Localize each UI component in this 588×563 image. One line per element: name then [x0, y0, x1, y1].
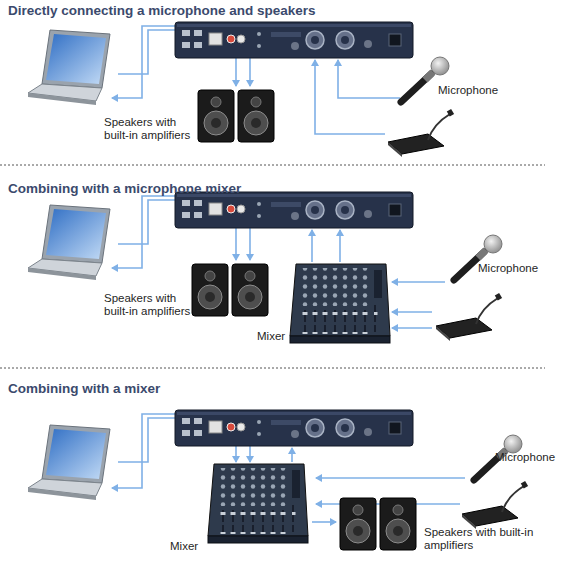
- part-label: Mixer: [170, 540, 210, 553]
- part-label: Microphone: [438, 84, 558, 97]
- part-label: Speakers with built-in amplifiers: [104, 116, 196, 142]
- part-label: Mixer: [257, 330, 297, 343]
- section-heading: Directly connecting a microphone and spe…: [8, 3, 316, 18]
- part-label: Microphone: [495, 451, 587, 464]
- part-label: Speakers with built-in amplifiers: [424, 526, 534, 552]
- section-heading: Combining with a mixer: [8, 381, 160, 396]
- part-label: Speakers with built-in amplifiers: [104, 292, 192, 318]
- section-heading: Combining with a microphone mixer: [8, 181, 241, 196]
- part-label: Microphone: [478, 262, 588, 275]
